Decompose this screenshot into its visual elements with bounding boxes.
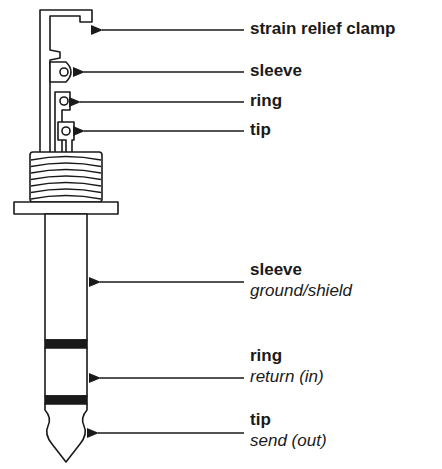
thread-line <box>31 170 101 174</box>
leader-arrow <box>80 101 244 103</box>
signal-name: ground/shield <box>250 281 352 301</box>
terminal-name: tip <box>250 120 271 140</box>
sleeve-lug <box>50 62 71 82</box>
contact-name: tip <box>250 410 271 430</box>
thread-line <box>31 163 101 167</box>
threaded-barrel <box>30 152 102 202</box>
insulator-band <box>45 340 87 348</box>
ring-contact <box>45 348 87 396</box>
leader-arrow <box>100 281 244 283</box>
tip-contact <box>45 404 87 462</box>
terminal-name: ring <box>250 91 282 111</box>
leader-arrow <box>84 130 244 132</box>
sleeve-shaft <box>45 214 87 340</box>
terminal-name: sleeve <box>250 61 302 81</box>
thread-line <box>31 189 101 193</box>
leader-arrow <box>100 377 244 379</box>
thread-line <box>31 196 101 200</box>
tip-lug <box>58 122 74 152</box>
insulator-band <box>45 396 87 404</box>
ring-lug-hole <box>60 97 68 105</box>
signal-name: return (in) <box>250 367 324 387</box>
sleeve-lug-hole <box>60 68 68 76</box>
flange <box>14 202 118 214</box>
contact-name: ring <box>250 346 282 366</box>
part-name: strain relief clamp <box>250 19 396 39</box>
thread-line <box>31 157 101 161</box>
thread-line <box>31 183 101 187</box>
thread-line <box>31 176 101 180</box>
leader-arrow <box>84 71 244 73</box>
signal-name: send (out) <box>250 431 327 451</box>
contact-name: sleeve <box>250 260 302 280</box>
tip-lug-hole <box>62 127 70 135</box>
leader-arrow <box>98 432 244 434</box>
leader-arrow <box>102 29 244 31</box>
